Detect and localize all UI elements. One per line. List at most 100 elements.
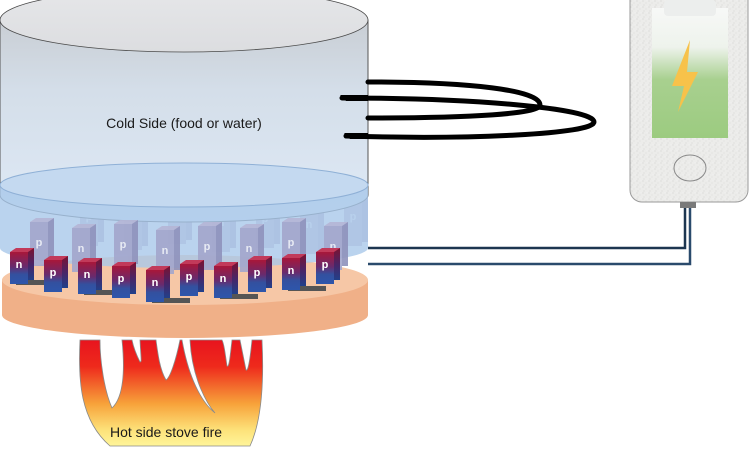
leg-p-type: p (114, 220, 138, 268)
leg-face (112, 266, 130, 298)
leg-type-label: p (36, 237, 43, 249)
leg-n-type: n (282, 254, 326, 291)
leg-type-label: n (246, 243, 253, 255)
leg-p-type: p (30, 218, 54, 266)
leg-top (316, 248, 340, 252)
leg-top (114, 220, 138, 224)
leg-type-label: n (330, 241, 337, 253)
charging-port (680, 202, 696, 208)
leg-type-label: p (120, 239, 127, 251)
leg-top (248, 256, 272, 260)
thermoelectric-legs-front-row: n p n p n p n p n p (10, 248, 340, 303)
leg-face (248, 260, 266, 292)
handle-tips (340, 95, 368, 139)
leg-n-type: n (10, 248, 54, 285)
leg-face (146, 270, 164, 302)
pot-handle (339, 79, 597, 140)
leg-side (28, 248, 34, 280)
hot-side-label: Hot side stove fire (110, 424, 222, 440)
leg-top (180, 260, 204, 264)
leg-side (300, 254, 306, 286)
leg-face (180, 264, 198, 296)
leg-type-label: p (50, 267, 57, 279)
leg-top (324, 222, 348, 226)
leg-top (198, 222, 222, 226)
leg-face (78, 262, 96, 294)
leg-type-label: n (78, 243, 85, 255)
leg-top (214, 262, 238, 266)
cold-plate (0, 162, 369, 268)
flame-shape (79, 339, 264, 447)
leg-top (10, 248, 34, 252)
leg-top (282, 218, 306, 222)
leg-type-label: p (204, 241, 211, 253)
leg-side (266, 256, 272, 288)
leg-side (62, 256, 68, 288)
leg-type-label: n (288, 265, 295, 277)
metal-connector (84, 290, 122, 295)
leg-n-type: n (146, 266, 190, 303)
leg-face (214, 266, 232, 298)
leg-p-type: p (316, 248, 340, 284)
leg-type-label: n (84, 269, 91, 281)
charging-wire (368, 207, 692, 266)
leg-p-type: p (180, 260, 204, 296)
leg-top (30, 218, 54, 222)
leg-type-label: n (152, 277, 159, 289)
leg-face (316, 252, 334, 284)
leg-type-label: n (162, 245, 169, 257)
leg-n-type: n (78, 258, 122, 295)
leg-face (30, 222, 48, 266)
metal-connector (152, 298, 190, 303)
leg-side (258, 224, 264, 268)
metal-connector (288, 286, 326, 291)
home-button[interactable] (673, 154, 707, 182)
leg-side (198, 260, 204, 292)
leg-face (198, 226, 216, 270)
leg-side (130, 262, 136, 294)
metal-connector (220, 294, 258, 299)
battery-cap (664, 0, 716, 16)
leg-side (334, 248, 340, 280)
leg-top (146, 266, 170, 270)
leg-face (156, 230, 174, 274)
leg-side (342, 222, 348, 266)
leg-face (10, 252, 28, 284)
leg-type-label: n (16, 259, 23, 271)
leg-top (78, 258, 102, 262)
leg-p-type: p (44, 256, 68, 292)
lightning-bolt-icon (672, 40, 698, 112)
leg-p-type: p (198, 222, 222, 270)
leg-top (44, 256, 68, 260)
leg-top (156, 226, 180, 230)
leg-top (112, 262, 136, 266)
leg-side (96, 258, 102, 290)
cold-side-label: Cold Side (food or water) (106, 115, 262, 131)
leg-type-label: p (254, 267, 261, 279)
leg-type-label: p (288, 237, 295, 249)
leg-side (216, 222, 222, 266)
stove-flame (79, 339, 264, 447)
leg-top (72, 224, 96, 228)
leg-top (240, 224, 264, 228)
leg-face (44, 260, 62, 292)
leg-type-label: n (220, 273, 227, 285)
leg-p-type: p (248, 256, 272, 292)
leg-face (282, 258, 300, 290)
leg-p-type: p (112, 262, 136, 298)
leg-type-label: p (322, 259, 329, 271)
leg-side (164, 266, 170, 298)
leg-side (90, 224, 96, 268)
pot-opening (0, 0, 369, 53)
leg-type-label: p (118, 273, 125, 285)
leg-n-type: n (156, 226, 180, 274)
leg-face (114, 224, 132, 268)
leg-side (48, 218, 54, 262)
leg-side (232, 262, 238, 294)
metal-connector (16, 280, 54, 285)
leg-side (174, 226, 180, 270)
leg-type-label: p (186, 271, 193, 283)
smartphone (629, 0, 749, 208)
leg-side (300, 218, 306, 262)
